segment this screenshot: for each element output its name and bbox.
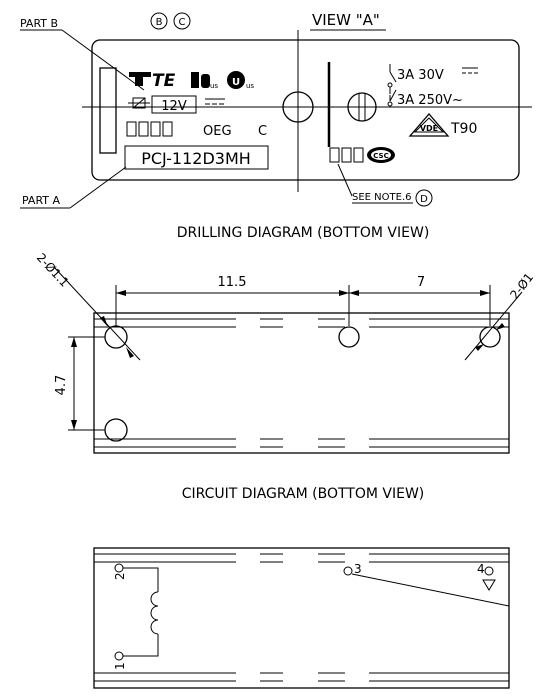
svg-text:TE: TE <box>152 71 176 91</box>
vde-logo: VDE <box>408 113 450 137</box>
dim-vertical: 4.7 <box>54 375 69 396</box>
part-a-leader <box>69 166 127 209</box>
circle-d-text: D <box>420 194 428 205</box>
switch-symbol-2 <box>387 89 397 107</box>
drilling-title: DRILLING DIAGRAM (BOTTOM VIEW) <box>177 225 430 241</box>
ru-logo: us <box>191 72 218 90</box>
csc-logo: CSC <box>367 147 395 163</box>
rating-dc: 3A 30V <box>397 68 444 83</box>
drill-hole-3 <box>338 326 360 348</box>
circuit-title: CIRCUIT DIAGRAM (BOTTOM VIEW) <box>182 486 425 502</box>
pin-1-label: 1 <box>113 662 127 670</box>
drill-hole-4 <box>479 326 501 348</box>
rating-ac: 3A 250V~ <box>397 93 463 108</box>
svg-text:us: us <box>246 82 254 90</box>
drilling-outline <box>93 312 510 454</box>
part-b-leader <box>61 29 145 91</box>
pin-4-label: 4 <box>477 562 485 576</box>
date-code-boxes <box>126 121 173 137</box>
relay-body-outline <box>91 39 520 181</box>
dc-symbol <box>205 98 225 105</box>
part-a-label: PART A <box>22 194 61 207</box>
circuit-outline <box>93 547 510 689</box>
pin-2-label: 2 <box>113 572 127 580</box>
dc-symbol-rating <box>462 67 478 74</box>
left-hole-callout <box>53 266 141 361</box>
cert-boxes <box>329 147 364 163</box>
horizontal-dimension <box>115 285 491 326</box>
model-number-box <box>124 145 269 170</box>
contact-circuit <box>343 566 510 607</box>
coil-voltage-text: 12V <box>161 99 187 114</box>
dim-spacing-1: 11.5 <box>218 275 247 290</box>
circle-c-text: C <box>179 17 186 28</box>
right-hole-callout <box>464 291 523 361</box>
c-text: C <box>258 124 267 139</box>
circle-b-marker <box>150 12 168 30</box>
t90-text: T90 <box>450 121 477 137</box>
circle-d-marker <box>415 189 433 207</box>
view-a-title: VIEW "A" <box>312 11 380 29</box>
svg-text:us: us <box>210 82 218 90</box>
coil-symbol <box>128 97 150 109</box>
circle-b-text: B <box>156 17 163 28</box>
circle-c-marker <box>173 12 191 30</box>
drilling-inner-lines <box>94 318 509 448</box>
hole-callout-left: 2-Ø1.1 <box>34 250 72 289</box>
left-slot <box>99 67 117 154</box>
dim-spacing-2: 7 <box>417 275 425 290</box>
te-logo: TE <box>129 71 176 91</box>
svg-text:U: U <box>232 77 240 88</box>
switch-symbol <box>387 64 397 94</box>
drill-hole-2 <box>104 418 128 442</box>
svg-text:CSC: CSC <box>373 152 388 160</box>
svg-text:VDE: VDE <box>420 124 438 133</box>
coil-voltage-box <box>151 95 197 114</box>
vertical-dimension <box>68 336 105 431</box>
ul-logo: U us <box>227 71 254 90</box>
circuit-inner-lines <box>94 553 509 682</box>
pin-3-label: 3 <box>354 562 362 576</box>
view-a-center-hole <box>282 91 314 123</box>
part-b-label: PART B <box>20 17 58 30</box>
model-number: PCJ-112D3MH <box>141 149 251 168</box>
coil-circuit <box>114 563 159 661</box>
see-note-leader <box>337 163 353 197</box>
oeg-text: OEG <box>203 124 232 139</box>
drill-hole-1 <box>104 325 128 349</box>
fuse-circle <box>347 92 377 122</box>
see-note-text: SEE NOTE.6 <box>352 192 411 203</box>
hole-callout-right: 2-Ø1 <box>507 270 536 302</box>
